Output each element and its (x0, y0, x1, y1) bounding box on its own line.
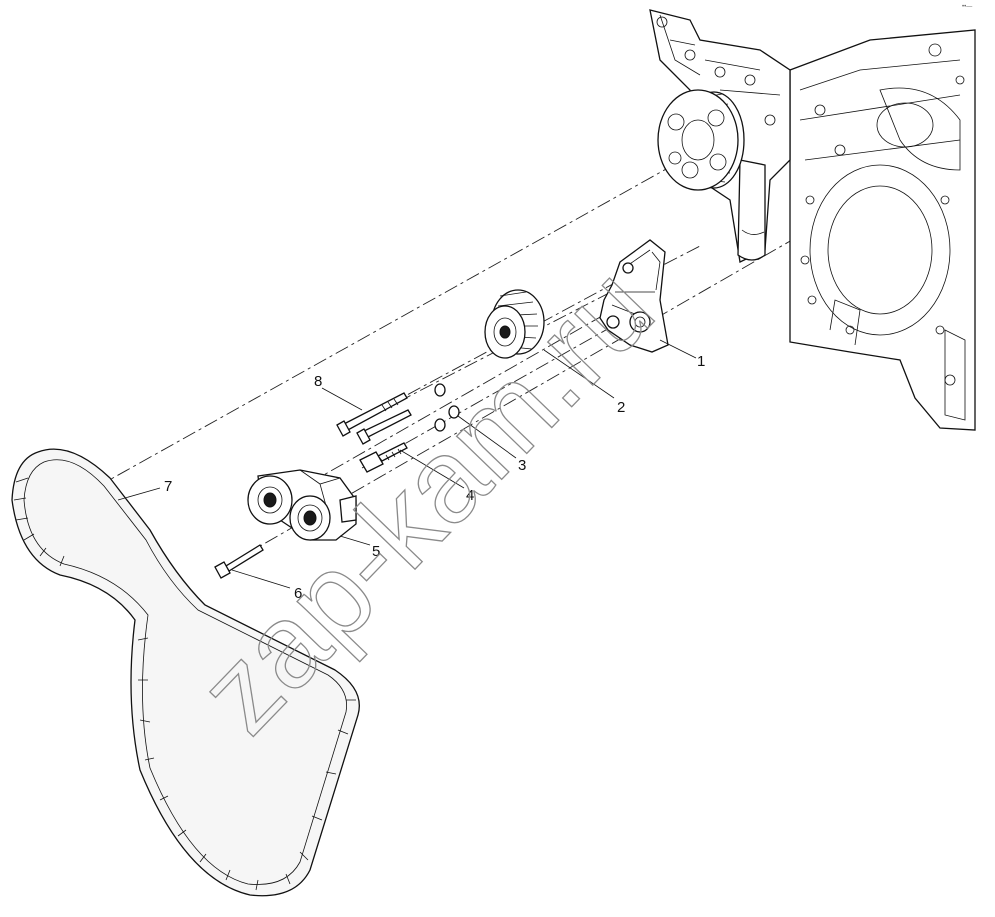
water-pump-pulley (657, 89, 745, 191)
callout-6: 6 (294, 585, 302, 602)
washers (434, 383, 460, 432)
tensioner-pivot-bolt (214, 544, 264, 579)
leader-lines (117, 339, 697, 589)
belt-tensioner (247, 469, 357, 541)
callout-3: 3 (518, 457, 526, 474)
callout-5: 5 (372, 543, 380, 560)
idler-bracket (599, 239, 669, 353)
engine-front-cover (789, 29, 976, 431)
callout-2: 2 (617, 399, 625, 416)
callout-7: 7 (164, 478, 172, 495)
callout-labels: 1 2 3 4 5 6 7 8 (164, 353, 705, 602)
mounting-bolts (336, 392, 412, 445)
tensioner-bolt (359, 442, 408, 473)
corner-mark: ••— (962, 4, 972, 10)
callout-1: 1 (697, 353, 705, 370)
idler-pulley (484, 289, 545, 359)
callout-8: 8 (314, 373, 322, 390)
callout-4: 4 (466, 487, 474, 504)
water-pump-assembly (649, 9, 791, 263)
poly-v-belt (11, 448, 360, 897)
